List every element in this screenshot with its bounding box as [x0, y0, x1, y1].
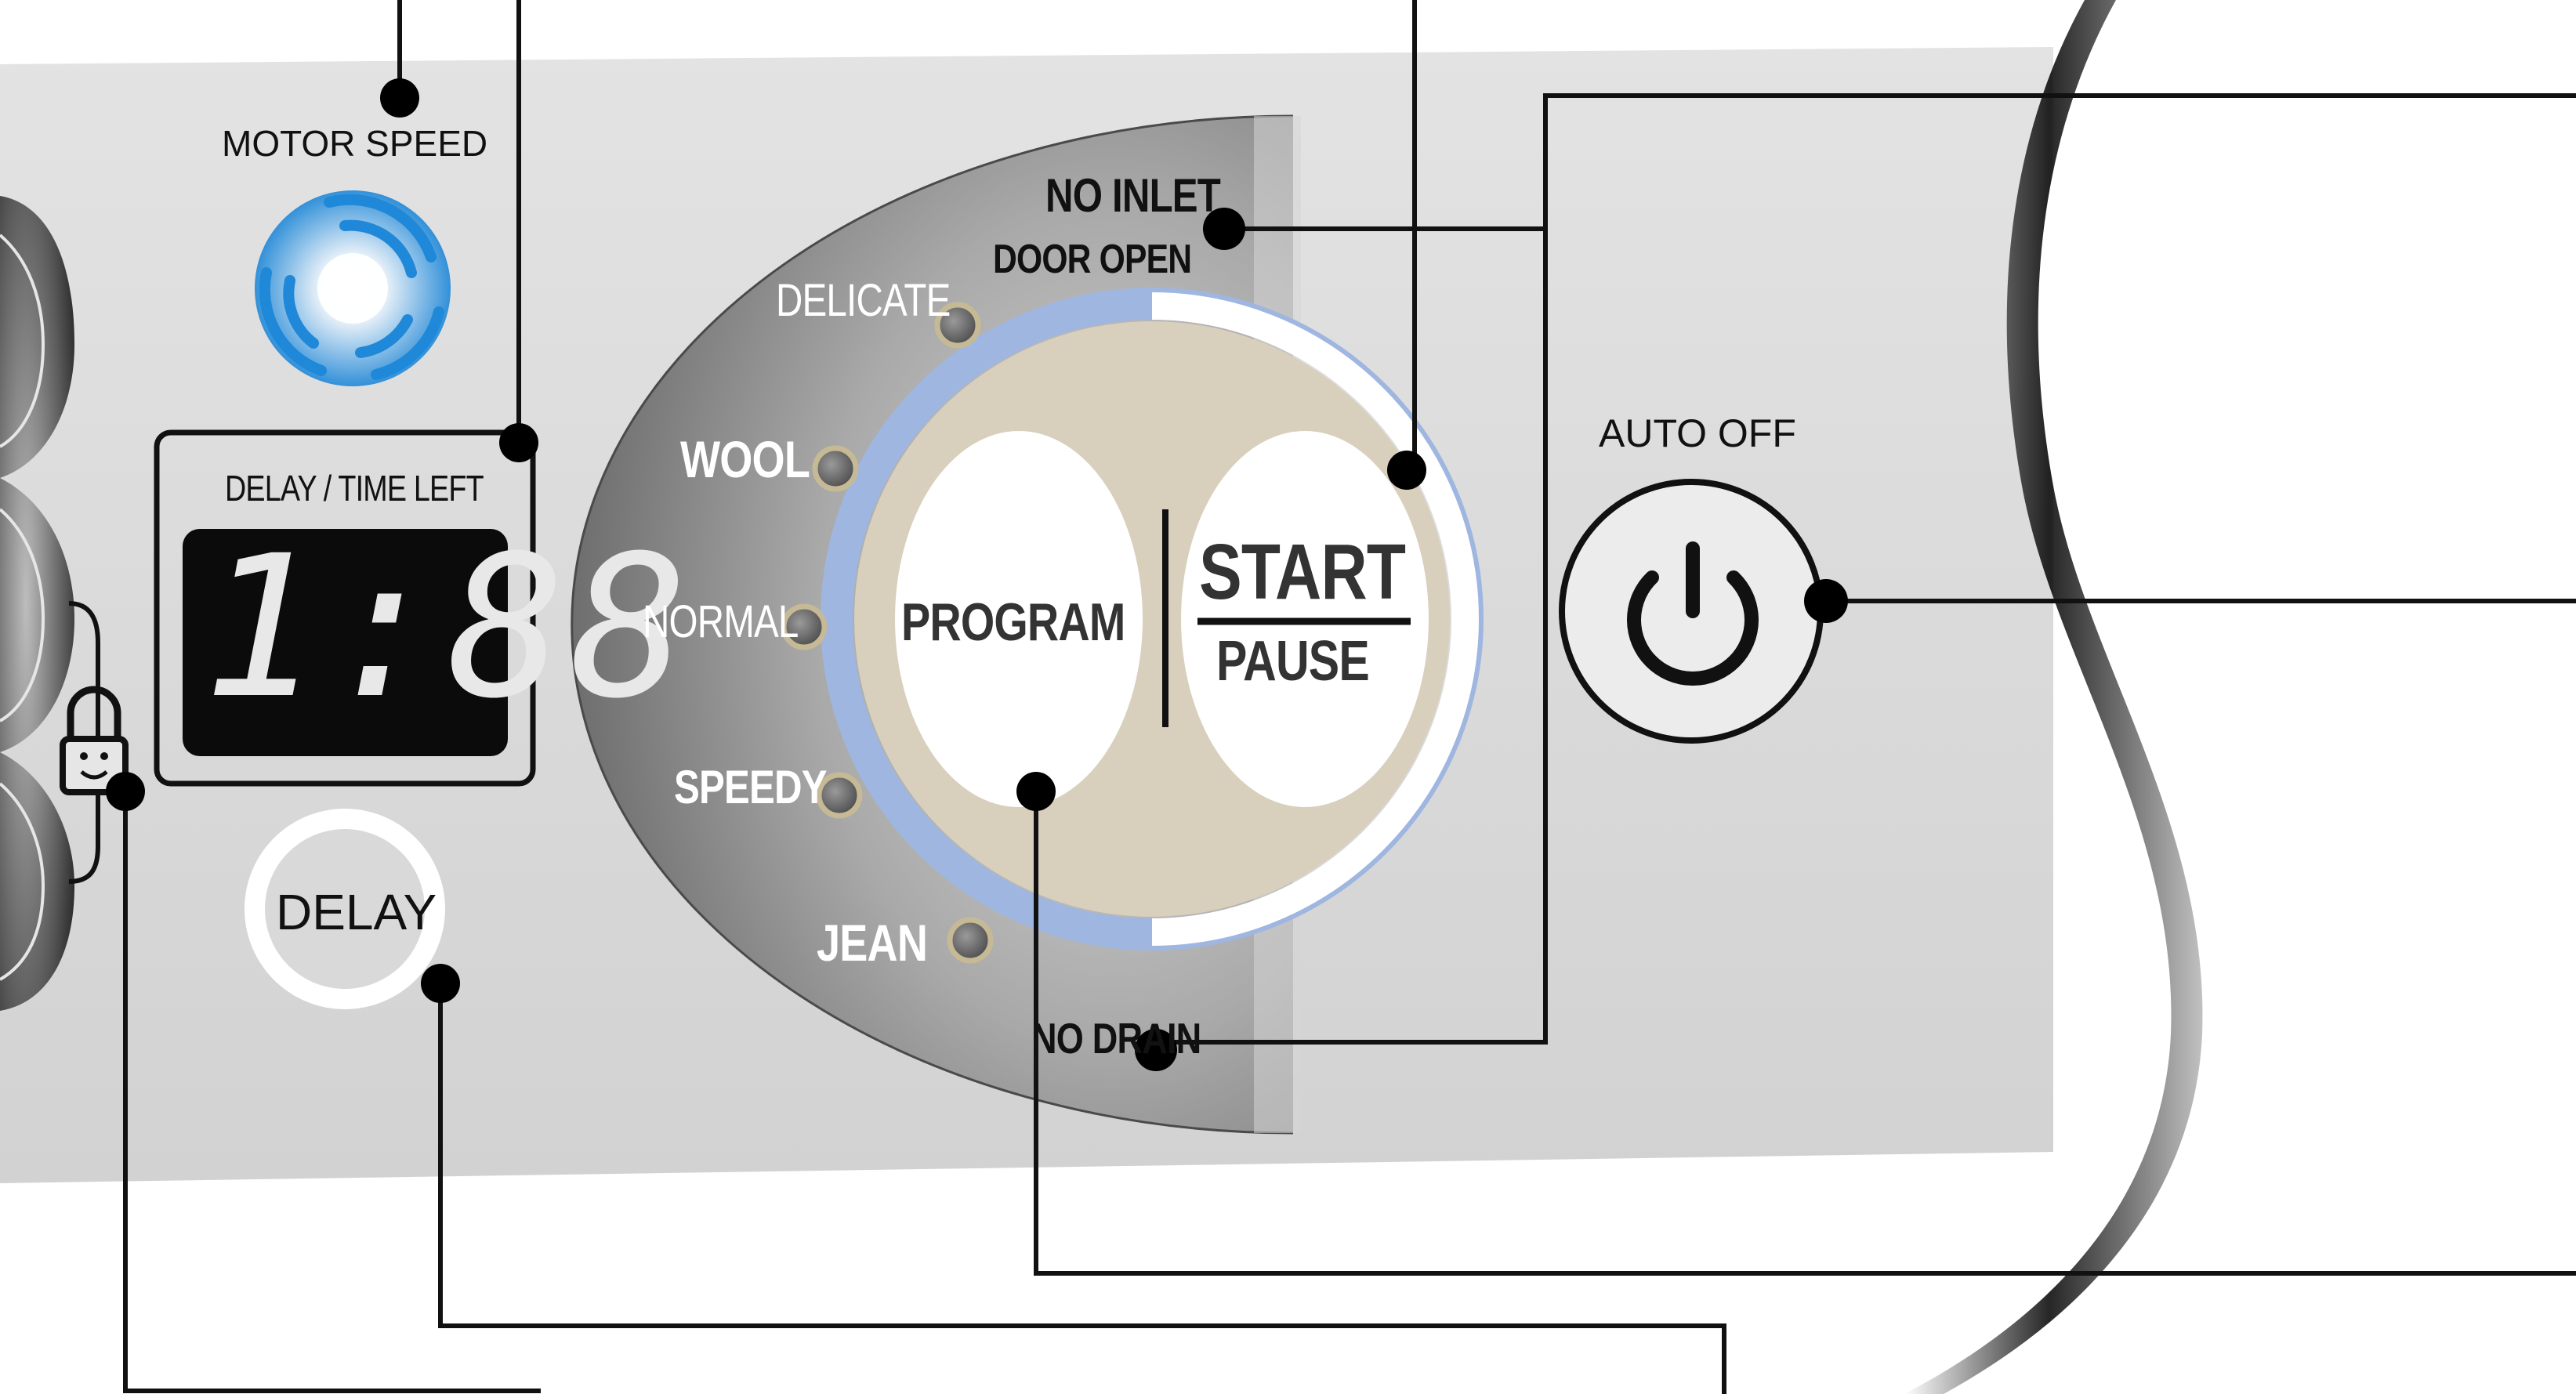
delay-button-label: DELAY — [276, 884, 437, 940]
time-display-panel — [183, 529, 508, 756]
program-speedy-label: SPEEDY — [674, 761, 828, 813]
program-button[interactable] — [895, 431, 1143, 807]
program-button-shape — [895, 431, 1143, 807]
time-display-digits: 1:88 — [202, 513, 694, 741]
delay-time-left-label: DELAY / TIME LEFT — [225, 468, 484, 509]
no-drain-indicator-label: NO DRAIN — [1031, 1014, 1201, 1063]
motor-speed-icon — [255, 190, 451, 386]
program-delicate-label: DELICATE — [776, 275, 951, 326]
start-pause-button[interactable] — [1181, 431, 1429, 807]
delay-button[interactable] — [245, 809, 445, 1009]
door-open-indicator-label: DOOR OPEN — [993, 237, 1192, 282]
program-knob-stack — [0, 196, 74, 1011]
program-normal-label: NORMAL — [643, 596, 799, 647]
auto-off-label: AUTO OFF — [1599, 411, 1796, 455]
start-label: START — [1199, 528, 1406, 616]
auto-off-power-button[interactable] — [1562, 482, 1821, 740]
no-inlet-indicator-label: NO INLET — [1045, 169, 1221, 222]
program-wool-label: WOOL — [680, 430, 810, 488]
child-lock-icon — [60, 686, 129, 795]
pause-label: PAUSE — [1216, 630, 1370, 693]
power-icon — [1627, 541, 1759, 686]
program-led-group — [781, 302, 994, 964]
program-jean-label: JEAN — [817, 914, 928, 972]
program-button-label: PROGRAM — [901, 592, 1125, 652]
motor-speed-label: MOTOR SPEED — [222, 123, 488, 164]
